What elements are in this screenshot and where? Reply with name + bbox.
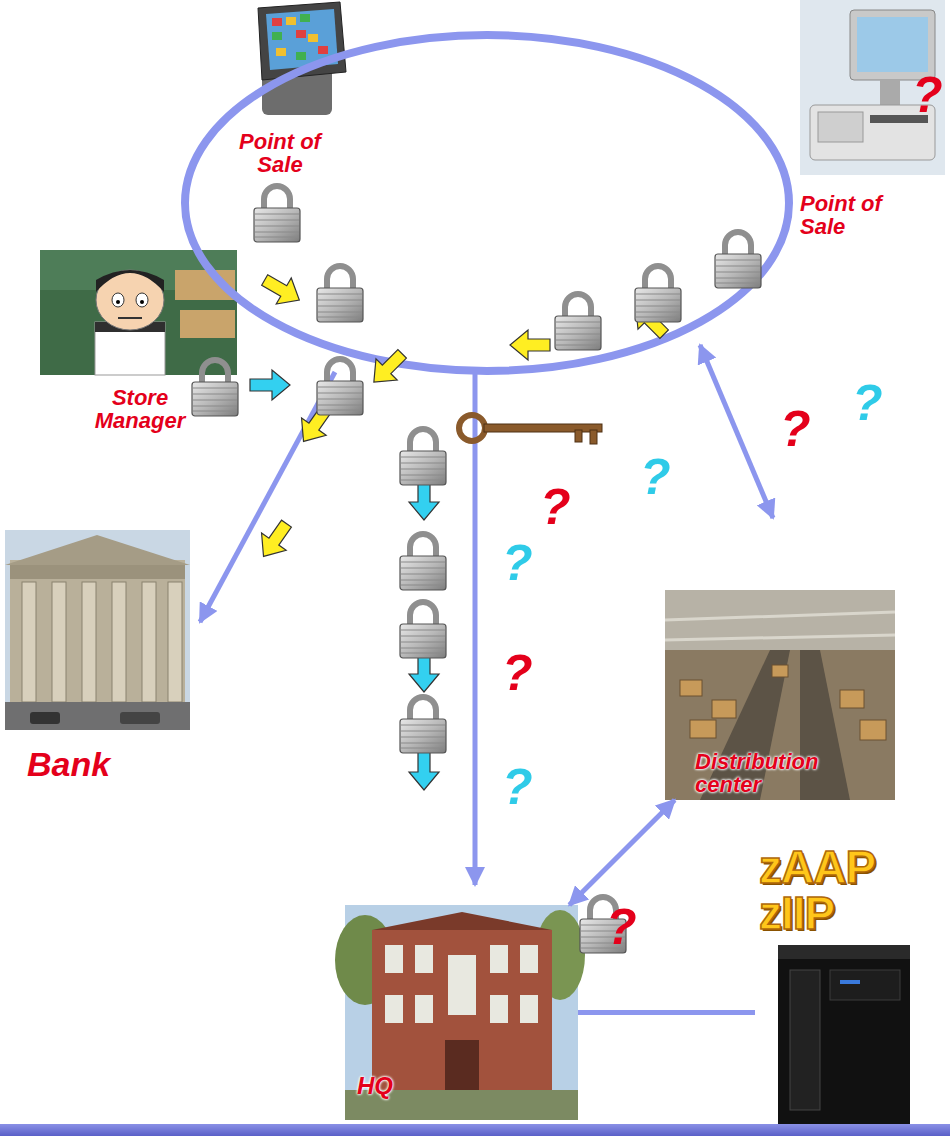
distribution-center-picture <box>665 590 895 800</box>
site-node: Point of Sale <box>205 2 355 178</box>
site-node: Point of Sale <box>790 0 948 242</box>
site-node: Distribution center <box>665 590 895 800</box>
question-mark: ? <box>502 762 533 812</box>
site-label: Bank <box>27 747 110 783</box>
site-label: Point of Sale <box>800 192 904 238</box>
ring-link <box>473 372 478 885</box>
site-node: Bank <box>5 528 192 785</box>
site-node: Store Manager <box>38 248 242 436</box>
question-mark: ? <box>606 902 637 952</box>
bank-picture <box>5 530 190 730</box>
processor-label: zIIP <box>759 890 834 936</box>
link-line <box>569 800 674 905</box>
site-label: Point of Sale <box>228 130 332 176</box>
question-mark: ? <box>912 70 943 120</box>
mainframe-node: zAAPzIIP <box>755 842 913 1134</box>
store-ring <box>185 35 789 371</box>
padlock <box>192 186 761 953</box>
mainframe-picture <box>778 945 910 1136</box>
question-mark: ? <box>852 378 883 428</box>
pos-terminal <box>800 0 945 175</box>
question-mark: ? <box>780 404 811 454</box>
footer-band <box>0 1124 950 1136</box>
question-mark: ? <box>502 538 533 588</box>
key-symbol <box>459 415 602 444</box>
link-line <box>578 1010 755 1015</box>
processor-label: zAAP <box>759 844 875 890</box>
question-mark: ? <box>540 482 571 532</box>
question-mark: ? <box>502 648 533 698</box>
site-label: Store Manager <box>85 386 195 432</box>
ring-link <box>700 345 773 518</box>
hq-picture <box>335 905 585 1120</box>
question-mark: ? <box>640 452 671 502</box>
site-node: HQ <box>345 905 578 1120</box>
site-label: Distribution center <box>695 750 845 796</box>
data-arrow <box>251 267 675 565</box>
site-label: HQ <box>357 1073 393 1098</box>
